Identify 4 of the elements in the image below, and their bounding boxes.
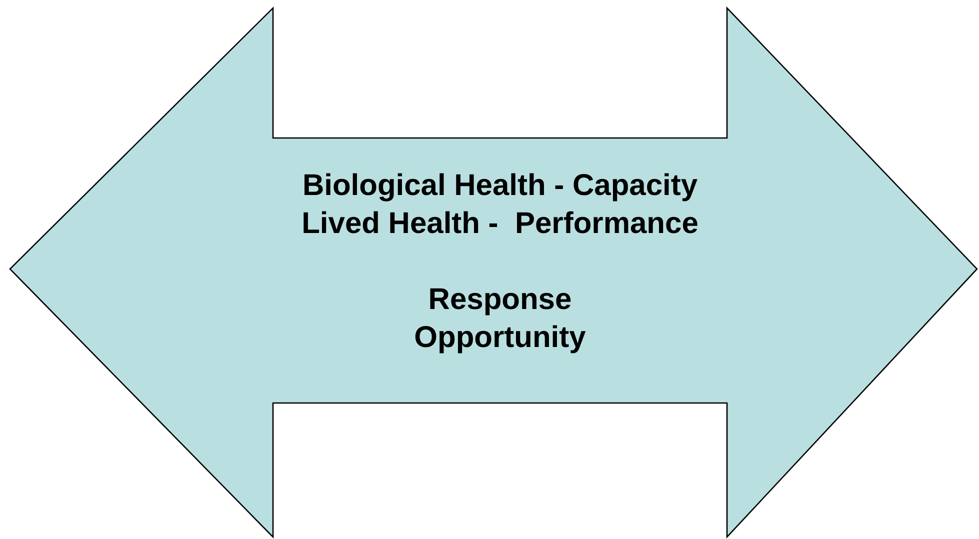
arrow-text: Biological Health - Capacity xyxy=(301,168,699,204)
arrow-text: Opportunity xyxy=(413,320,587,356)
arrow-text: Response xyxy=(427,282,573,318)
arrow-text: Lived Health - Performance xyxy=(300,206,700,242)
